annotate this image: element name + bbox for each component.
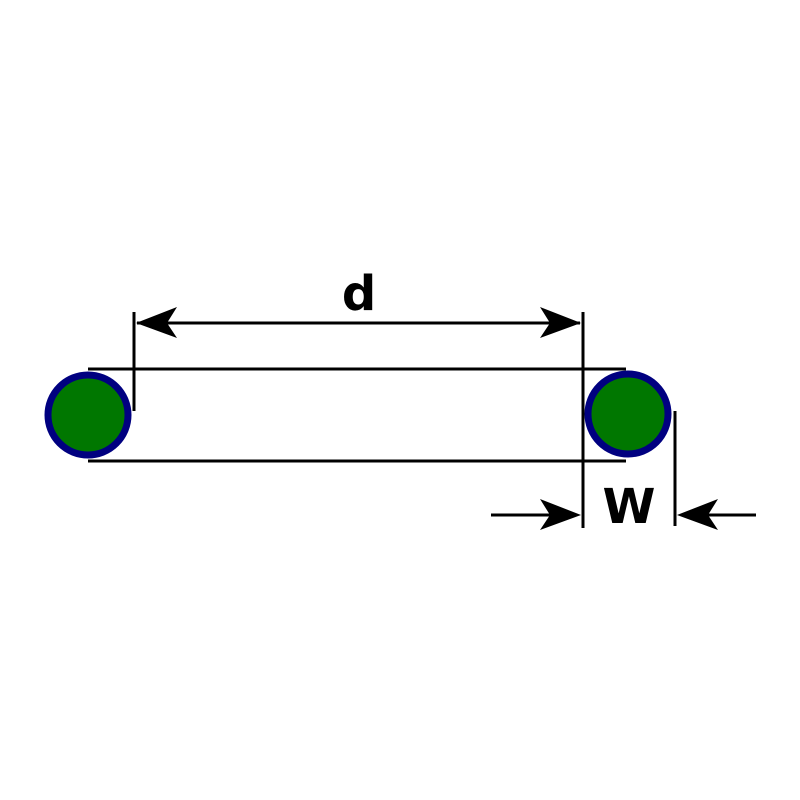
right-cross-section: [584, 370, 672, 458]
left-cross-section: [44, 371, 132, 459]
w-left-arrowhead: [540, 499, 581, 530]
d-left-arrowhead: [136, 307, 177, 338]
d-label: d: [342, 266, 376, 322]
w-label: W: [603, 479, 656, 535]
w-right-arrowhead: [677, 499, 718, 530]
d-right-arrowhead: [540, 307, 581, 338]
